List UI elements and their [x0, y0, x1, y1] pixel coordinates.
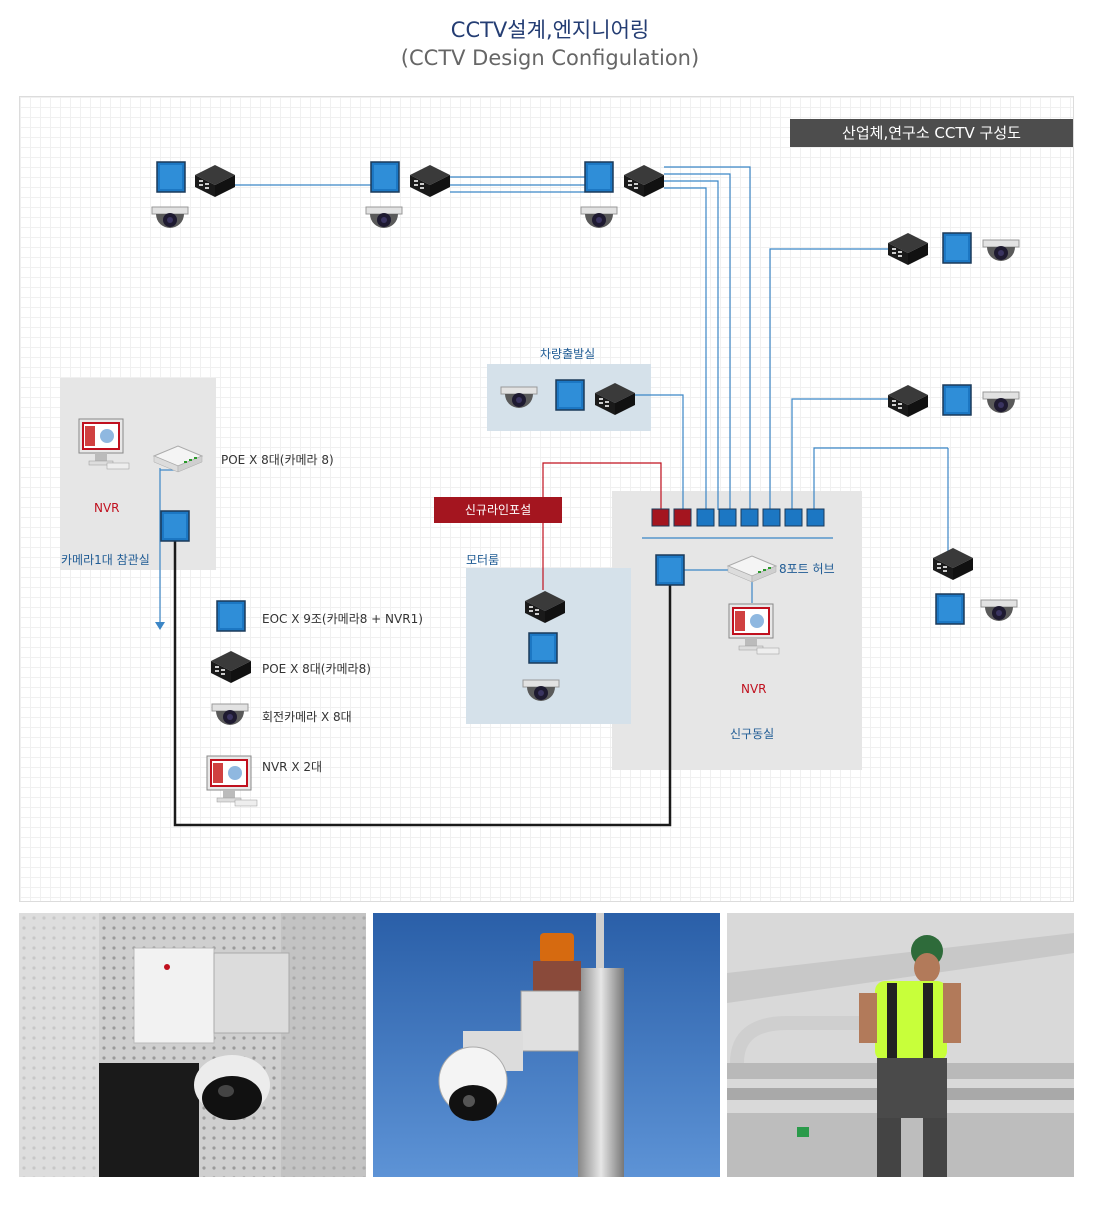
legend-poe-icon [211, 651, 251, 683]
legend-nvr-label: NVR X 2대 [262, 760, 323, 774]
nvr-monitor-icon [728, 603, 780, 655]
poe-switch-icon [888, 385, 928, 417]
hub-port-panel [651, 508, 825, 527]
eoc-icon [942, 232, 972, 264]
poe-switch-icon [933, 548, 973, 580]
legend-nvr-icon [206, 755, 258, 807]
dome-camera-icon [980, 599, 1018, 622]
eoc-icon [942, 384, 972, 416]
down-arrow-icon [155, 622, 165, 630]
nvr-left-label: NVR [94, 501, 120, 515]
eoc-icon [528, 632, 558, 664]
camera-room-zone [60, 378, 216, 570]
eoc-icon [655, 554, 685, 586]
motor-room-label: 모터룸 [466, 553, 500, 567]
blue-cable-lines [159, 166, 949, 622]
network-hub-icon [727, 555, 777, 583]
legend-camera-label: 회전카메라 X 8대 [262, 710, 352, 724]
eoc-icon [555, 379, 585, 411]
new-line-badge: 신규라인포설 [434, 497, 562, 523]
nvr-monitor-icon [78, 418, 130, 470]
page-title: CCTV설계,엔지니어링 [450, 18, 650, 42]
legend-camera-icon [211, 703, 249, 726]
network-hub-icon [153, 445, 203, 473]
installation-worker-photo [727, 913, 1074, 1177]
black-cable-line [173, 541, 672, 827]
eoc-icon [160, 510, 190, 542]
dome-camera-icon [500, 386, 538, 409]
dome-camera-icon [151, 206, 189, 229]
legend-eoc-label: EOC X 9조(카메라8 + NVR1) [262, 612, 423, 626]
camera-room-label: 카메라1대 참관실 [61, 553, 150, 567]
eoc-icon [156, 161, 186, 193]
building-label: 신구동실 [730, 727, 775, 741]
eoc-icon [935, 593, 965, 625]
dome-camera-wall-photo [19, 913, 366, 1177]
hub-label: 8포트 허브 [779, 562, 835, 576]
dome-camera-icon [982, 391, 1020, 414]
legend-poe-label: POE X 8대(카메라8) [262, 662, 371, 676]
poe-switch-icon [410, 165, 450, 197]
nvr-right-label: NVR [741, 682, 767, 696]
dome-camera-icon [365, 206, 403, 229]
eoc-icon [370, 161, 400, 193]
diagram-badge: 산업체,연구소 CCTV 구성도 [790, 119, 1073, 147]
poe-switch-icon [195, 165, 235, 197]
poe-switch-icon [888, 233, 928, 265]
dome-camera-icon [982, 239, 1020, 262]
poe-switch-icon [525, 591, 565, 623]
legend-eoc-icon [216, 600, 246, 632]
poe-switch-icon [624, 165, 664, 197]
page-subtitle: (CCTV Design Configulation) [400, 46, 700, 70]
poe-switch-icon [595, 383, 635, 415]
vehicle-room-label: 차량출발실 [540, 347, 596, 361]
dome-camera-icon [522, 679, 560, 702]
red-cable-line [542, 462, 662, 510]
poe-count-label: POE X 8대(카메라 8) [221, 453, 334, 467]
eoc-icon [584, 161, 614, 193]
dome-camera-icon [580, 206, 618, 229]
ptz-camera-pole-photo [373, 913, 720, 1177]
